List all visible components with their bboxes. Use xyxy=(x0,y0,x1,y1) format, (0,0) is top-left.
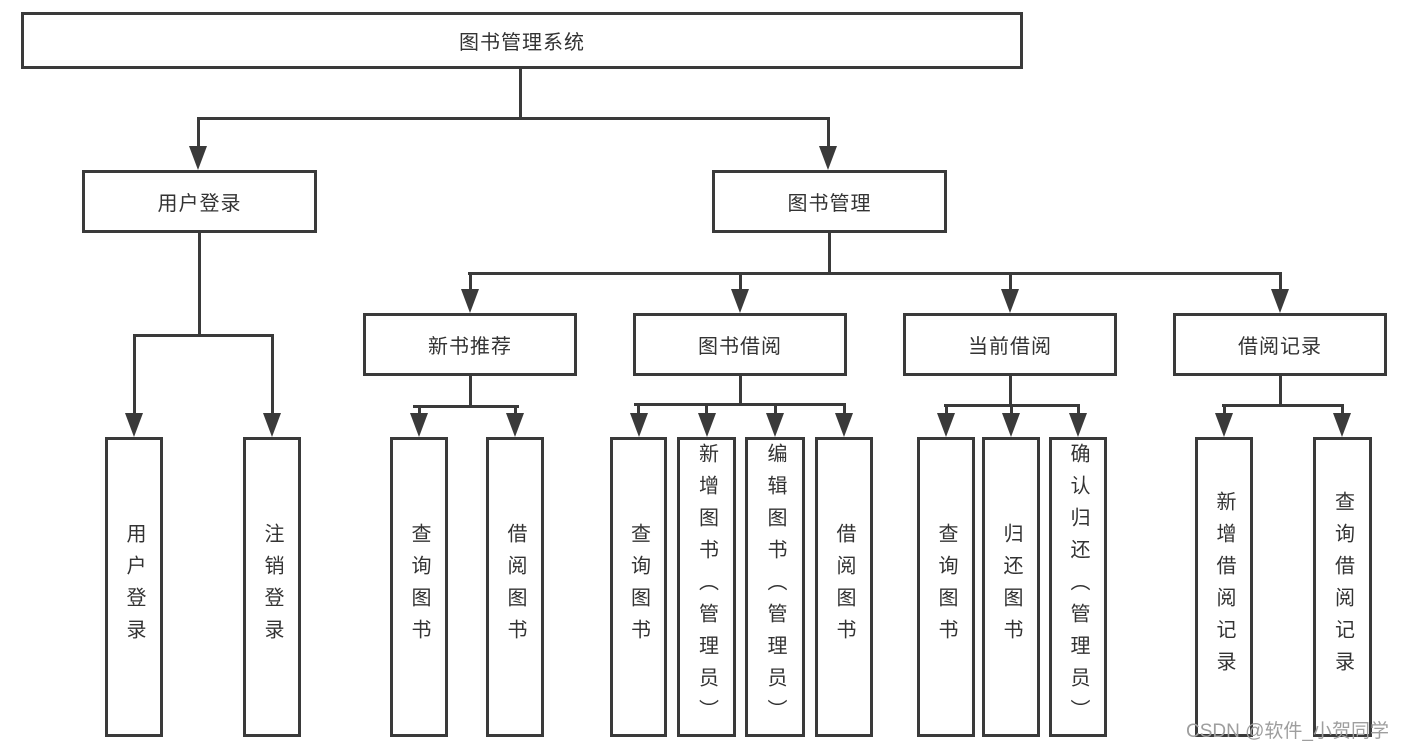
arrow-down-icon xyxy=(698,413,716,437)
connector-line xyxy=(774,403,777,415)
connector-line xyxy=(1009,373,1012,407)
node-root: 图书管理系统 xyxy=(21,12,1023,69)
arrow-down-icon xyxy=(731,289,749,313)
connector-line xyxy=(828,232,831,275)
node-book-borrow: 图书借阅 xyxy=(633,313,847,376)
arrow-down-icon xyxy=(766,413,784,437)
arrow-down-icon xyxy=(1333,413,1351,437)
arrow-down-icon xyxy=(461,289,479,313)
connector-line xyxy=(519,68,522,120)
connector-line xyxy=(843,403,846,415)
connector-line xyxy=(945,404,948,415)
connector-line xyxy=(468,272,1282,275)
arrow-down-icon xyxy=(189,146,207,170)
arrow-down-icon xyxy=(263,413,281,437)
node-user-login: 用户登录 xyxy=(82,170,317,233)
connector-line xyxy=(827,117,830,150)
leaf-nb-query-books: 查询图书 xyxy=(390,437,448,737)
connector-line xyxy=(197,117,200,150)
node-borrow-records: 借阅记录 xyxy=(1173,313,1387,376)
connector-line xyxy=(634,403,846,406)
leaf-bb-query-books: 查询图书 xyxy=(610,437,667,737)
connector-line xyxy=(197,117,830,120)
leaf-bb-borrow-books: 借阅图书 xyxy=(815,437,873,737)
node-current-borrow: 当前借阅 xyxy=(903,313,1117,376)
arrow-down-icon xyxy=(630,413,648,437)
connector-line xyxy=(637,403,640,415)
leaf-bb-add-books-admin: 新增图书（管理员） xyxy=(677,437,736,737)
arrow-down-icon xyxy=(835,413,853,437)
connector-line xyxy=(1341,404,1344,415)
connector-line xyxy=(413,405,519,408)
leaf-br-add-record: 新增借阅记录 xyxy=(1195,437,1253,737)
arrow-down-icon xyxy=(819,146,837,170)
connector-line xyxy=(1010,404,1013,415)
arrow-down-icon xyxy=(937,413,955,437)
connector-line xyxy=(1222,404,1344,407)
arrow-down-icon xyxy=(1002,413,1020,437)
csdn-watermark: CSDN @软件_小贺同学 xyxy=(1186,721,1389,742)
arrow-down-icon xyxy=(1001,289,1019,313)
arrow-down-icon xyxy=(1215,413,1233,437)
arrow-down-icon xyxy=(506,413,524,437)
connector-line xyxy=(1279,272,1282,292)
connector-line xyxy=(469,272,472,292)
arrow-down-icon xyxy=(410,413,428,437)
connector-line xyxy=(271,334,274,416)
connector-line xyxy=(1009,272,1012,292)
connector-line xyxy=(198,232,201,337)
leaf-logout: 注销登录 xyxy=(243,437,301,737)
leaf-user-login: 用户登录 xyxy=(105,437,163,737)
arrow-down-icon xyxy=(1069,413,1087,437)
leaf-nb-borrow-books: 借阅图书 xyxy=(486,437,544,737)
arrow-down-icon xyxy=(1271,289,1289,313)
leaf-cb-confirm-return-admin: 确认归还（管理员） xyxy=(1049,437,1107,737)
leaf-bb-edit-books-admin: 编辑图书（管理员） xyxy=(745,437,805,737)
leaf-cb-query-books: 查询图书 xyxy=(917,437,975,737)
node-book-management: 图书管理 xyxy=(712,170,947,233)
arrow-down-icon xyxy=(125,413,143,437)
connector-line xyxy=(739,374,742,406)
connector-line xyxy=(469,374,472,408)
connector-line xyxy=(133,334,274,337)
connector-line xyxy=(418,405,421,416)
connector-line xyxy=(514,405,517,416)
leaf-cb-return-books: 归还图书 xyxy=(982,437,1040,737)
node-new-book-recommend: 新书推荐 xyxy=(363,313,577,376)
leaf-br-query-record: 查询借阅记录 xyxy=(1313,437,1372,737)
connector-line xyxy=(705,403,708,415)
connector-line xyxy=(739,272,742,292)
connector-line xyxy=(1223,404,1226,415)
connector-line xyxy=(133,334,136,416)
connector-line xyxy=(1279,373,1282,407)
connector-line xyxy=(1077,404,1080,415)
